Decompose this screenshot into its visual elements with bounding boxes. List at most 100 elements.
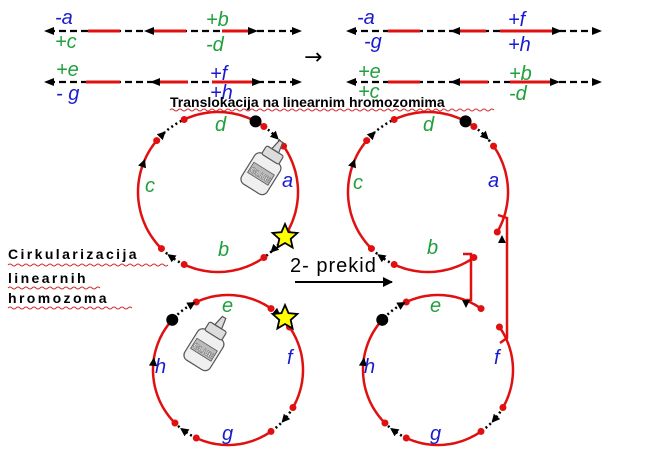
strand-arrowhead (396, 302, 406, 310)
spellcheck-underline (169, 108, 495, 112)
linear-label: -a (357, 7, 375, 29)
centromere-dot-icon (249, 115, 262, 128)
gene-segment (288, 326, 305, 407)
circle-label: c (353, 172, 363, 194)
centromere-dot-icon (166, 313, 179, 326)
linear-label: +b (509, 63, 532, 85)
gene-boundary-dot (180, 261, 188, 269)
centromere-dot-icon (376, 313, 389, 326)
linear-label: +h (210, 82, 233, 104)
gene-boundary-dot (390, 115, 398, 123)
circle-label: a (488, 170, 499, 192)
strand-arrowhead (390, 428, 400, 437)
linear-label: +h (508, 34, 531, 56)
gene-segment (195, 430, 272, 447)
circle-label: e (430, 295, 441, 317)
gene-boundary-dot (157, 245, 165, 253)
centromere-dot-icon (459, 115, 472, 128)
gene-segment (136, 140, 163, 250)
gene-segment (361, 322, 386, 424)
spellcheck-underline (7, 263, 169, 267)
strand-arrowhead (138, 159, 146, 169)
gene-segment (346, 140, 373, 250)
break-label: 2- prekid (290, 255, 377, 277)
gene-boundary-dot (192, 298, 200, 306)
circle-label: f (287, 347, 295, 369)
gene-segment (393, 256, 475, 274)
circle-label: g (222, 423, 233, 445)
linear-label: +c (55, 31, 77, 53)
gene-boundary-dot (402, 298, 410, 306)
gene-segment (183, 256, 265, 274)
gene-boundary-dot (367, 245, 375, 253)
glue-bottle-icon: GLUE (240, 139, 284, 196)
gene-boundary-dot (499, 404, 507, 411)
linear-label: +b (206, 9, 229, 31)
gene-boundary-dot (260, 122, 268, 130)
circle-label: d (423, 114, 435, 136)
circle-label: f (494, 347, 502, 369)
linear-label: +f (210, 63, 230, 85)
linear-label: +c (358, 81, 380, 103)
gene-segment (195, 293, 272, 310)
gene-boundary-dot (267, 305, 275, 313)
gene-boundary-dot (477, 427, 485, 435)
circle-label: c (145, 175, 155, 197)
strand-arrowhead (366, 131, 376, 141)
strand-arrowhead (462, 300, 470, 308)
strand-arrowhead (167, 254, 177, 263)
strand-arrowhead (479, 130, 489, 140)
junction-line (497, 213, 509, 345)
linear-chromosome-left-bottom: +e - g +f +h (44, 59, 302, 105)
linker-segment (384, 422, 407, 440)
circle-label: h (155, 356, 166, 378)
break-star-icon (270, 302, 300, 331)
circle-label: g (430, 423, 441, 445)
linear-label: - g (56, 83, 79, 105)
side-label-line-1: Cirkularizacija (8, 246, 139, 262)
linear-label: -d (206, 34, 225, 56)
spellcheck-underline (7, 286, 101, 290)
gene-boundary-dot (289, 404, 297, 411)
strand-arrowhead (186, 302, 196, 310)
gene-boundary-dot (390, 261, 398, 269)
circle-label: e (222, 295, 233, 317)
gene-segment (405, 430, 482, 447)
gene-segment (151, 322, 176, 424)
gene-boundary-dot (477, 305, 485, 313)
strand-arrowhead (281, 413, 291, 423)
side-label-line-2: linearnih (8, 270, 88, 286)
strand-arrowhead (156, 131, 166, 141)
gene-boundary-dot (153, 137, 161, 145)
gene-segment (282, 145, 300, 232)
gene-boundary-dot (180, 115, 188, 123)
gene-boundary-dot (260, 254, 268, 262)
linear-label: +e (56, 59, 79, 81)
circle-label: h (364, 356, 375, 378)
linear-chromosome-right-bottom: +e +c +b -d (346, 61, 602, 105)
strand-arrowhead (348, 159, 356, 169)
gene-boundary-dot (363, 137, 371, 145)
strand-arrowhead (270, 243, 280, 253)
circle-label: d (215, 114, 227, 136)
gene-boundary-dot (171, 419, 179, 427)
section-title: Translokacija na linearnim hromozomima (170, 94, 445, 110)
linear-label: -d (509, 83, 528, 105)
strand-arrowhead (491, 413, 501, 423)
linear-label: -a (55, 7, 73, 29)
circular-chromosomes (136, 110, 515, 447)
side-label-line-3: hromozoma (8, 290, 109, 306)
linear-label: +e (358, 61, 381, 83)
strand-arrowhead (498, 235, 506, 243)
strand-arrowhead (148, 357, 158, 367)
gene-boundary-dot (470, 122, 478, 130)
circle-label: a (282, 170, 293, 192)
gene-boundary-dot (495, 323, 503, 331)
gene-boundary-dot (402, 434, 410, 442)
linker-segment (174, 422, 197, 440)
glue-bottle-icon: GLUE (183, 315, 227, 372)
gene-segment (405, 293, 482, 310)
linear-chromosome-left-top: -a +c +b -d (44, 7, 302, 56)
spellcheck-underline (7, 306, 133, 310)
